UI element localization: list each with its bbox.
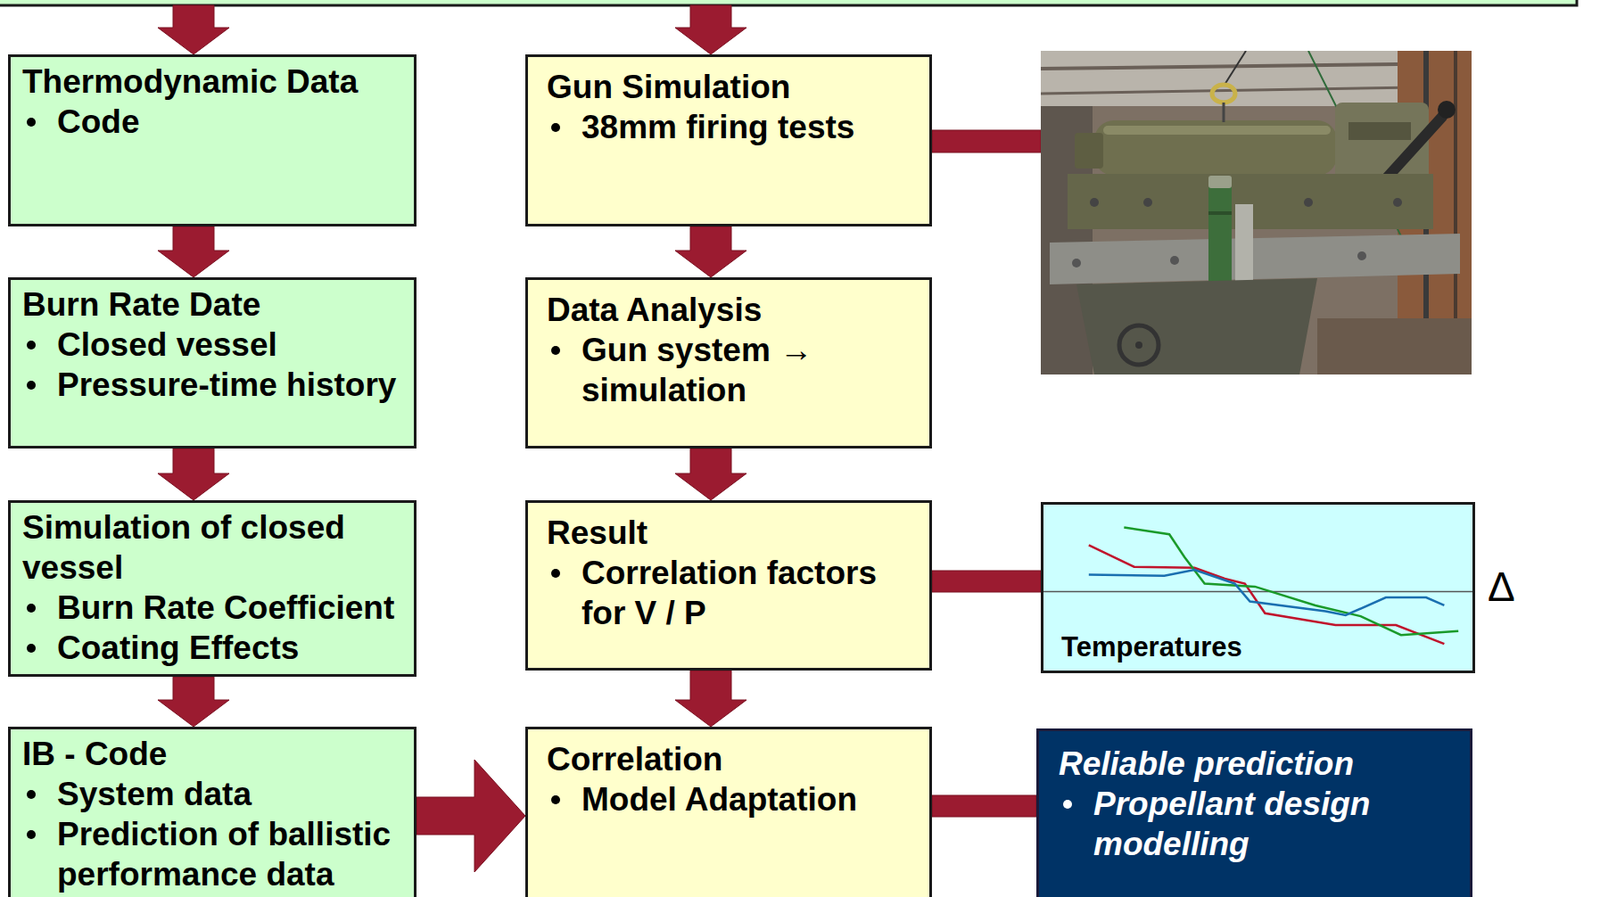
bullet-item: 38mm firing tests [546, 107, 924, 148]
bullet-dot [551, 123, 561, 132]
flow-arrow [931, 795, 1037, 817]
bullet-item: Closed vessel [22, 324, 409, 365]
bullet-text: System data [57, 774, 409, 815]
box-heading: Correlation [546, 739, 924, 780]
process-box: Simulation of closed vesselBurn Rate Coe… [8, 500, 417, 677]
process-box: IB - CodeSystem dataPrediction of ballis… [8, 726, 417, 897]
bullet-item: Propellant design modelling [1058, 783, 1465, 865]
chart-label: Temperatures [1061, 631, 1243, 664]
result-box: Reliable predictionPropellant design mod… [1036, 728, 1473, 897]
bullet-item: Pressure-time history [22, 364, 409, 405]
bullet-text: Pressure-time history [57, 364, 409, 405]
top-band [0, 0, 1577, 6]
bullet-text: Prediction of ballistic performance data [57, 814, 409, 895]
box-heading: Reliable prediction [1058, 743, 1465, 784]
box-heading: Gun Simulation [546, 66, 924, 108]
bullet-item: System data [22, 774, 409, 815]
test-box: Gun Simulation38mm firing tests [525, 54, 932, 227]
bullet-item: Code [22, 101, 409, 142]
bullet-text: Correlation factors for V / P [581, 552, 924, 634]
bullet-dot [26, 830, 36, 840]
bullet-dot [1063, 800, 1073, 809]
delta-symbol: Δ [1487, 561, 1516, 612]
bullet-dot [26, 643, 36, 653]
flow-arrow [675, 226, 747, 278]
box-heading: IB - Code [22, 734, 409, 775]
bullet-dot [26, 340, 36, 350]
photo-connector-bar [931, 130, 1041, 153]
top-arrow [675, 5, 747, 55]
bullet-text: 38mm firing tests [581, 107, 924, 148]
process-box: Thermodynamic DataCode [8, 54, 417, 227]
box-heading: Burn Rate Date [22, 284, 409, 325]
test-box: Data AnalysisGun system → simulation [525, 277, 932, 449]
box-heading: Data Analysis [546, 289, 924, 330]
bullet-dot [26, 117, 36, 127]
flow-arrow [157, 676, 230, 727]
bullet-dot [551, 569, 561, 578]
bullet-dot [26, 380, 36, 390]
flow-arrow [675, 670, 747, 727]
bullet-item: Prediction of ballistic performance data [22, 814, 409, 895]
flow-arrow [675, 448, 747, 501]
box-heading: Simulation of closed vessel [22, 507, 409, 588]
test-box: ResultCorrelation factors for V / P [525, 500, 932, 671]
bullet-text: Gun system → simulation [581, 329, 924, 411]
chart-box: Temperatures [1040, 502, 1476, 674]
gun-photo [1040, 50, 1472, 375]
bullet-item: Correlation factors for V / P [546, 552, 924, 634]
bullet-dot [26, 790, 36, 800]
bullet-item: Coating Effects [22, 627, 409, 669]
bullet-dot [26, 603, 36, 613]
flow-arrow [157, 226, 230, 278]
bullet-text: Closed vessel [57, 324, 409, 365]
bullet-text: Code [57, 101, 409, 142]
flow-arrow [157, 448, 230, 501]
bullet-text: Burn Rate Coefficient [57, 587, 409, 628]
bullet-text: Coating Effects [57, 627, 409, 669]
box-heading: Result [546, 512, 924, 553]
flow-arrow [931, 570, 1041, 593]
box-heading: Thermodynamic Data [22, 61, 409, 102]
flow-arrow [416, 759, 526, 873]
bullet-text: Model Adaptation [581, 779, 924, 820]
top-arrow [157, 5, 230, 55]
bullet-item: Burn Rate Coefficient [22, 587, 409, 628]
bullet-item: Model Adaptation [546, 779, 924, 820]
bullet-dot [551, 346, 561, 355]
test-box: CorrelationModel Adaptation [525, 726, 932, 897]
bullet-text: Propellant design modelling [1093, 783, 1465, 865]
bullet-dot [551, 795, 561, 805]
bullet-item: Gun system → simulation [546, 329, 924, 411]
process-box: Burn Rate DateClosed vesselPressure-time… [8, 277, 417, 449]
